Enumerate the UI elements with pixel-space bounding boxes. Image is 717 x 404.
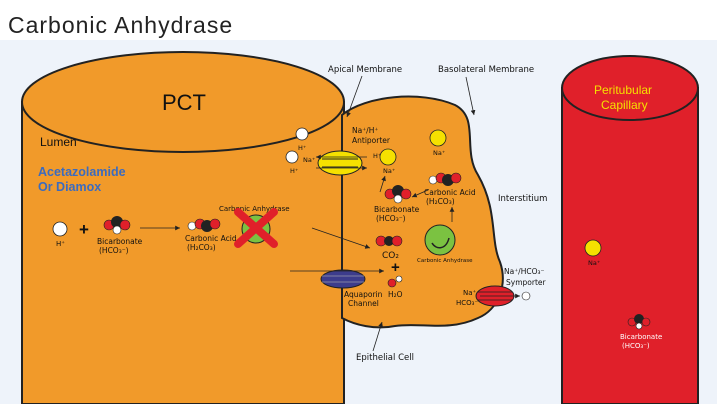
symporter-hco3-label: HCO₃⁻ bbox=[456, 299, 478, 307]
carbonic-acid-lumen-formula: (H₂CO₃) bbox=[187, 243, 216, 252]
bicarbonate-lumen-label: Bicarbonate bbox=[97, 237, 143, 246]
aquaporin-channel bbox=[320, 269, 366, 289]
symporter-exit-ion bbox=[521, 291, 531, 301]
h2o-molecule bbox=[387, 275, 403, 288]
basolateral-membrane-label: Basolateral Membrane bbox=[438, 65, 534, 75]
na-ion-capillary bbox=[584, 239, 602, 257]
page-title: Carbonic Anhydrase bbox=[8, 12, 233, 38]
na-ion-cell-top bbox=[429, 129, 447, 147]
bicarbonate-cell-label: Bicarbonate bbox=[374, 205, 420, 214]
na-ion-antiporter-lumen-label: Na⁺ bbox=[303, 156, 315, 164]
carbonic-anhydrase-lumen-label: Carbonic Anhydrase bbox=[219, 205, 290, 213]
carbonic-acid-cell-formula: (H₂CO₃) bbox=[426, 197, 455, 206]
symporter-label-line1: Na⁺/HCO₃⁻ bbox=[504, 267, 544, 276]
aquaporin-label-line1: Aquaporin bbox=[344, 290, 383, 299]
bicarbonate-capillary-formula: (HCO₃⁻) bbox=[622, 342, 650, 350]
bicarbonate-molecule-cell bbox=[384, 185, 412, 204]
symporter-na-label: Na⁺ bbox=[463, 289, 477, 297]
carbonic-acid-cell-label: Carbonic Acid bbox=[424, 188, 476, 197]
drug-label-line1: Acetazolamide bbox=[38, 165, 126, 179]
na-ion-capillary-label: Na⁺ bbox=[588, 259, 600, 267]
epithelial-cell-label: Epithelial Cell bbox=[356, 353, 414, 363]
h-ion-lumen-2 bbox=[285, 150, 299, 164]
peritubular-label-line2: Capillary bbox=[601, 98, 648, 112]
bicarbonate-lumen-formula: (HCO₃⁻) bbox=[99, 246, 129, 255]
h2o-label: H₂O bbox=[388, 290, 403, 299]
pct-label: PCT bbox=[162, 90, 206, 115]
basolateral-membrane-arrow bbox=[465, 76, 476, 116]
apical-membrane-label: Apical Membrane bbox=[328, 65, 402, 75]
na-h-antiporter bbox=[317, 150, 363, 176]
co2-diffusion-arrow bbox=[311, 227, 371, 249]
drug-label-line2: Or Diamox bbox=[38, 180, 101, 194]
carbonic-acid-molecule-lumen bbox=[187, 218, 221, 232]
inhibition-x-mark bbox=[234, 208, 278, 248]
na-ion-cell-top-label: Na⁺ bbox=[433, 149, 445, 157]
co2-molecule bbox=[375, 235, 403, 247]
pct-tubule bbox=[21, 51, 345, 404]
na-ion-cell bbox=[379, 148, 397, 166]
carbonic-acid-lumen-label: Carbonic Acid bbox=[185, 234, 237, 243]
antiporter-label-line2: Antiporter bbox=[352, 136, 391, 145]
bicarbonate-cell-formula: (HCO₃⁻) bbox=[376, 214, 406, 223]
antiporter-label-line1: Na⁺/H⁺ bbox=[352, 126, 378, 135]
peritubular-label-line1: Peritubular bbox=[594, 83, 652, 97]
aquaporin-label-line2: Channel bbox=[348, 299, 379, 308]
symporter-label-line2: Symporter bbox=[506, 278, 546, 287]
peritubular-capillary bbox=[561, 55, 699, 404]
bicarbonate-molecule-lumen bbox=[103, 216, 131, 235]
h-ion-lumen-reaction bbox=[52, 221, 68, 237]
acid-to-bicarbonate-arrow bbox=[411, 189, 429, 198]
carbonic-anhydrase-cell-label: Carbonic Anhydrase bbox=[417, 258, 473, 264]
h-ion-lumen-1-label: H⁺ bbox=[298, 144, 306, 152]
lumen-label: Lumen bbox=[40, 135, 77, 149]
h-ion-cell-label: H⁺ bbox=[373, 152, 381, 160]
lumen-plus-sign: + bbox=[79, 220, 89, 239]
carbonic-acid-molecule-cell bbox=[428, 172, 462, 186]
interstitium-label: Interstitium bbox=[498, 194, 547, 204]
apical-membrane-arrow bbox=[346, 75, 363, 118]
bicarbonate-to-h-arrow bbox=[379, 175, 386, 193]
carbonic-anhydrase-enzyme bbox=[424, 224, 456, 256]
h-ion-lumen-reaction-label: H⁺ bbox=[56, 240, 65, 248]
co2-label: CO₂ bbox=[382, 251, 399, 261]
bicarbonate-molecule-capillary bbox=[627, 314, 651, 330]
h-ion-lumen-2-label: H⁺ bbox=[290, 167, 298, 175]
epithelial-cell-arrow bbox=[372, 321, 383, 352]
na-ion-cell-label: Na⁺ bbox=[383, 167, 395, 175]
h-ion-lumen-1 bbox=[295, 127, 309, 141]
cell-plus-sign: + bbox=[391, 259, 400, 276]
capillary-top-ellipse bbox=[561, 55, 699, 121]
pct-top-ellipse bbox=[21, 51, 345, 153]
bicarbonate-capillary-label: Bicarbonate bbox=[620, 333, 662, 341]
